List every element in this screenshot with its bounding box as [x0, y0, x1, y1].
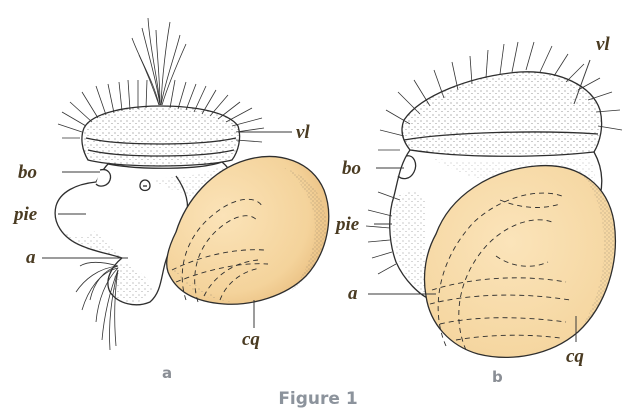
leader-vl-b — [573, 59, 591, 105]
tail-tuft-a — [75, 261, 119, 351]
side-cilia-b — [365, 191, 401, 275]
label-cq-a: cq — [242, 329, 260, 350]
label-pie-a: pie — [12, 204, 38, 225]
label-a-b: a — [348, 283, 358, 304]
shell-cq-b — [423, 164, 617, 358]
label-bo-a: bo — [18, 162, 37, 183]
shell-stipple-a2 — [170, 268, 232, 302]
label-a-a: a — [26, 247, 36, 268]
panel-letter-b: b — [492, 368, 503, 386]
label-pie-b: pie — [334, 214, 360, 235]
foot-shading-a — [112, 262, 154, 303]
apical-tuft-a — [131, 17, 187, 106]
body-shading-b — [392, 192, 432, 300]
velum-cilia-b — [378, 41, 623, 151]
velum-cilia-a — [57, 79, 265, 143]
velum-b — [401, 71, 603, 159]
velum-a — [81, 105, 241, 167]
panel-b: vl bo pie a cq b — [334, 34, 623, 386]
label-vl-a: vl — [296, 122, 310, 143]
shell-stipple-a — [284, 168, 326, 290]
body-shading-a — [60, 228, 122, 258]
figure-caption: Figure 1 — [278, 389, 357, 409]
label-bo-b: bo — [342, 158, 361, 179]
label-vl-b: vl — [596, 34, 610, 55]
organ-eye-a — [139, 179, 151, 192]
organ-bo-b — [397, 155, 417, 180]
label-cq-b: cq — [566, 346, 584, 367]
panel-a: vl bo pie a cq a — [12, 17, 330, 382]
shell-stipple-b — [580, 172, 615, 330]
panel-letter-a: a — [162, 364, 172, 382]
organ-bo-a — [95, 168, 112, 187]
